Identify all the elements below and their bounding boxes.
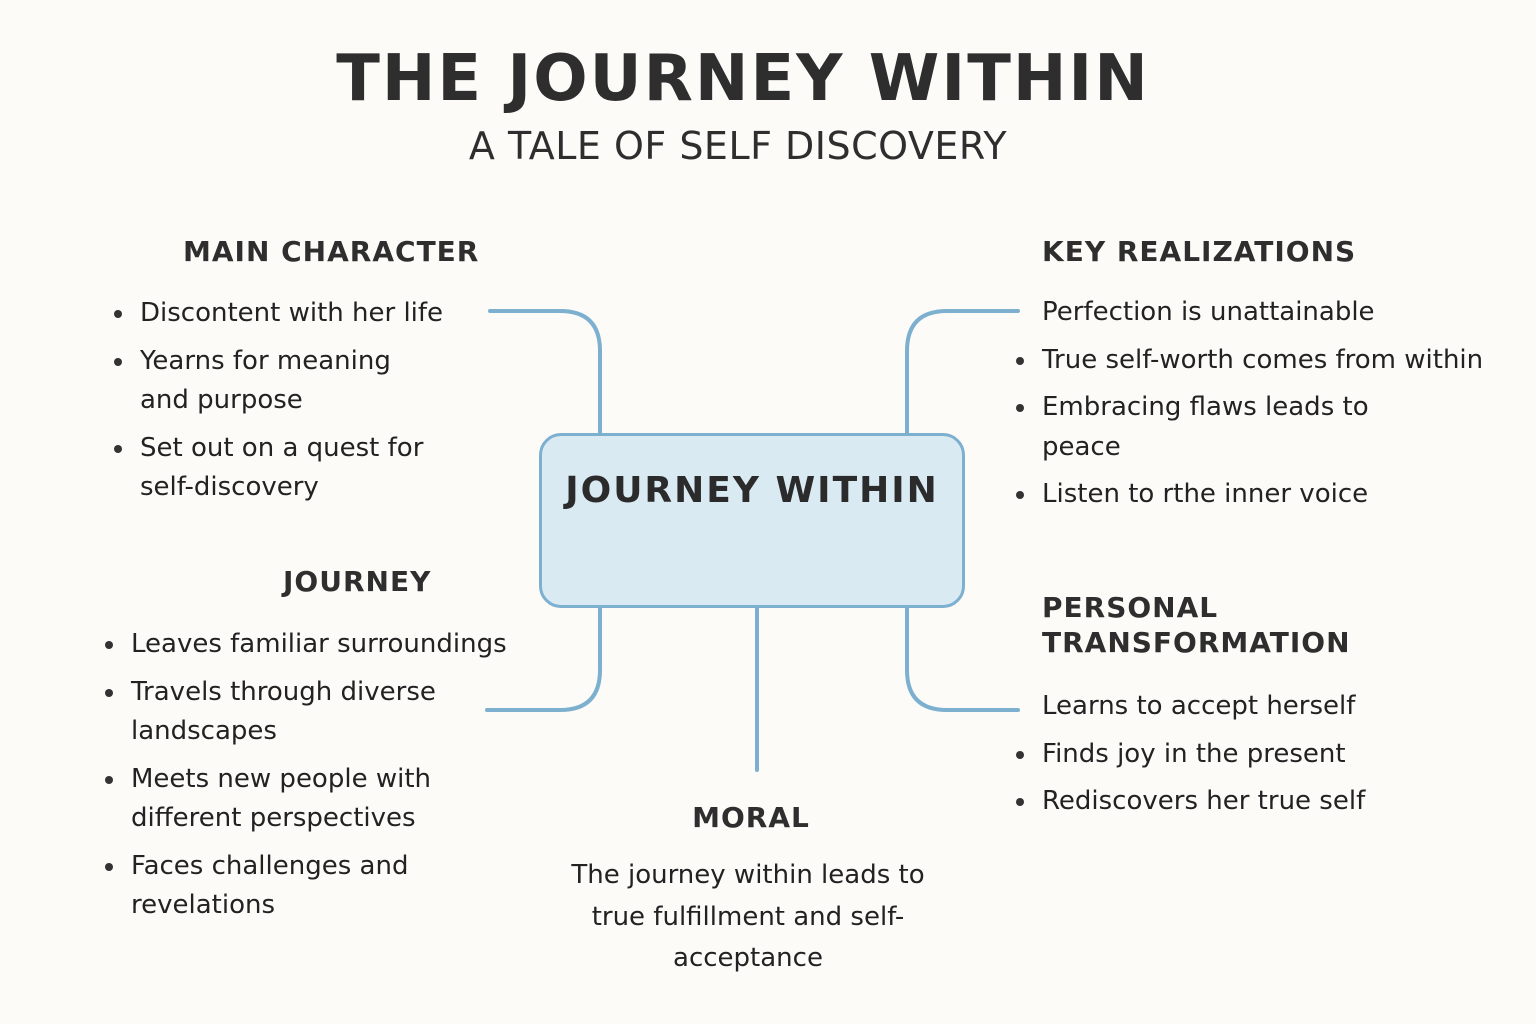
list-item: Discontent with her life: [112, 294, 472, 334]
list-item: Embracing flaws leads to peace: [1014, 388, 1412, 467]
list-item: Finds joy in the present: [1014, 735, 1434, 775]
center-node-label: JOURNEY WITHIN: [565, 470, 939, 511]
list-item: Set out on a quest for self-discovery: [112, 429, 450, 508]
list-item: Learns to accept herself: [1042, 691, 1356, 721]
page-title: THE JOURNEY WITHIN: [336, 42, 1150, 116]
moral-heading: MORAL: [692, 801, 810, 834]
center-node: JOURNEY WITHIN: [539, 433, 965, 608]
journey-heading: JOURNEY: [283, 565, 432, 598]
list-item: Leaves familiar surroundings: [103, 625, 513, 665]
list-item: Meets new people with different perspect…: [103, 760, 461, 839]
list-item: Travels through diverse landscapes: [103, 673, 461, 752]
list-item: Rediscovers her true self: [1014, 782, 1434, 822]
personal-transformation-heading-line2: TRANSFORMATION: [1042, 626, 1351, 659]
connector-personal-transformation: [905, 606, 1020, 712]
personal-transformation-list: Learns to accept herself Finds joy in th…: [1014, 687, 1434, 830]
list-item: Listen to rthe inner voice: [1014, 475, 1514, 515]
journey-list: Leaves familiar surroundings Travels thr…: [103, 625, 513, 934]
main-character-heading: MAIN CHARACTER: [183, 235, 480, 268]
moral-text: The journey within leads to true fulfill…: [571, 860, 925, 973]
list-item: Perfection is unattainable: [1042, 297, 1375, 327]
list-item: Faces challenges and revelations: [103, 847, 441, 926]
page-subtitle: A TALE OF SELF DISCOVERY: [468, 124, 1008, 168]
list-item: True self-worth comes from within: [1014, 341, 1514, 381]
connector-main-character: [488, 309, 602, 435]
personal-transformation-heading: PERSONAL TRANSFORMATION: [1042, 590, 1351, 660]
list-item: Yearns for meaning and purpose: [112, 342, 440, 421]
main-character-list: Discontent with her life Yearns for mean…: [112, 294, 472, 516]
key-realizations-list: Perfection is unattainable True self-wor…: [1014, 293, 1514, 523]
connector-journey: [485, 606, 602, 712]
connector-key-realizations: [905, 309, 1020, 435]
key-realizations-heading: KEY REALIZATIONS: [1042, 235, 1357, 268]
personal-transformation-heading-line1: PERSONAL: [1042, 591, 1219, 624]
